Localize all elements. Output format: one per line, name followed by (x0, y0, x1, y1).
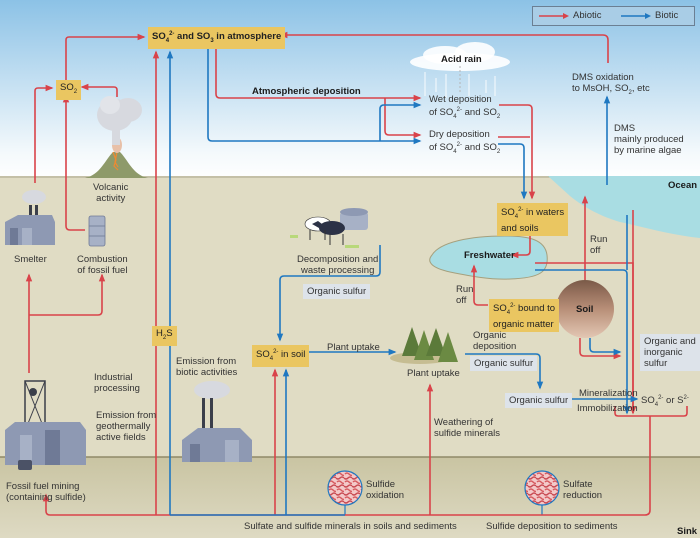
abiotic-flows (25, 31, 688, 516)
organic-sulfur-plant: Organic sulfur (470, 356, 538, 371)
legend: Abiotic Biotic (532, 6, 695, 26)
soil-label: Soil (576, 304, 594, 315)
fossil-mining-label: Fossil fuel mining(containing sulfide) (6, 481, 86, 503)
sink-label: Sink (677, 526, 698, 537)
biotic-flows (166, 45, 639, 516)
mining-illustration (5, 380, 86, 470)
sulfide-oxidation-microbes (327, 470, 363, 506)
sulfate-sulfide-minerals-label: Sulfate and sulfide minerals in soils an… (244, 521, 457, 532)
smelter-label: Smelter (14, 254, 47, 265)
ocean (548, 176, 700, 238)
so4-soil-node: SO42- in soil (252, 345, 310, 368)
atmospheric-deposition-label: Atmospheric deposition (252, 86, 361, 97)
so2-node: SO2 (56, 80, 82, 100)
atmosphere-node: SO42- and SO3 in atmosphere (148, 27, 286, 50)
volcano-illustration (85, 96, 148, 178)
factory-illustration (182, 381, 252, 462)
organic-sulfur-center: Organic sulfur (505, 393, 573, 408)
freshwater-label: Freshwater (464, 250, 515, 261)
sulfate-reduction-microbes (524, 470, 560, 506)
plant-uptake-arrow-label: Plant uptake (327, 342, 380, 353)
soil-illustration (556, 280, 614, 338)
fossil-fuel-barrel-illustration (88, 215, 106, 247)
acid-rain-cloud (410, 42, 510, 98)
immobilization-label: Immobilization (577, 403, 638, 414)
trees-illustration (390, 327, 458, 364)
livestock-illustration (290, 208, 368, 248)
sulfide-deposition-label: Sulfide deposition to sediments (486, 521, 618, 532)
so4-or-s2-node: SO42- or S2- (641, 395, 689, 409)
plant-uptake-trees-label: Plant uptake (407, 368, 460, 379)
h2s-node: H2S (152, 326, 177, 346)
organic-sulfur-decomp: Organic sulfur (303, 284, 371, 299)
smelter-illustration (5, 190, 55, 245)
ocean-label: Ocean (668, 180, 698, 191)
legend-biotic: Biotic (655, 10, 679, 21)
legend-abiotic: Abiotic (573, 10, 602, 21)
mineralization-label: Mineralization (579, 388, 638, 399)
acid-rain-label: Acid rain (441, 54, 482, 65)
freshwater-body (429, 235, 548, 280)
